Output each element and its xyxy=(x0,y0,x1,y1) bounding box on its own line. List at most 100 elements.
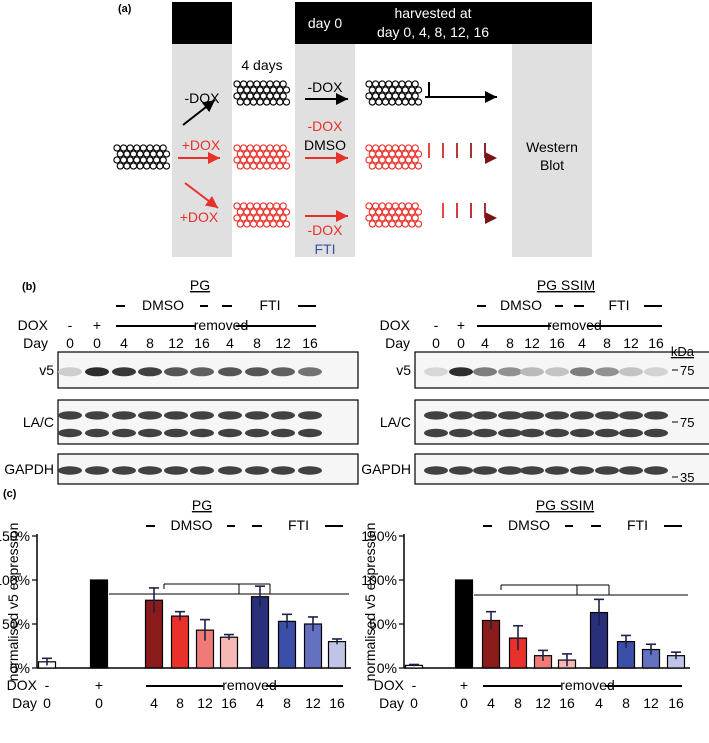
cell xyxy=(385,92,393,100)
band xyxy=(245,367,269,377)
cell xyxy=(276,150,284,158)
band xyxy=(271,466,295,475)
band xyxy=(245,428,269,438)
bar-9 xyxy=(327,640,347,669)
cell xyxy=(259,92,268,100)
y-axis-label: normalised v5 expression xyxy=(5,523,21,682)
column-western xyxy=(512,2,592,257)
marker-35-gapdh: 35 xyxy=(672,470,694,485)
band xyxy=(449,466,473,475)
cell xyxy=(246,214,254,222)
y-tick-label: 50% xyxy=(2,616,30,632)
band xyxy=(498,367,522,377)
cell xyxy=(368,150,376,158)
cell xyxy=(269,220,277,228)
cell xyxy=(126,144,134,152)
band xyxy=(520,411,544,420)
harvest-header-line1: harvested at xyxy=(394,5,471,21)
day-7: 8 xyxy=(283,695,291,711)
cell xyxy=(129,150,138,158)
band xyxy=(449,411,473,420)
cell xyxy=(395,220,403,228)
title: PG xyxy=(190,277,210,293)
band xyxy=(570,428,594,438)
cell xyxy=(365,144,373,152)
day-0: 0 xyxy=(66,335,74,351)
cell xyxy=(401,162,409,170)
row-label: v5 xyxy=(39,362,54,378)
cell xyxy=(249,86,258,94)
blot-gapdh: GAPDH xyxy=(361,453,709,485)
blot-frame xyxy=(57,399,359,445)
label-plus-dox-1: +DOX xyxy=(182,137,221,153)
cell xyxy=(368,208,376,216)
cell xyxy=(146,144,154,152)
band xyxy=(138,411,162,420)
cell xyxy=(279,214,287,222)
marker-75-v5: 75 xyxy=(672,363,694,378)
band xyxy=(58,428,82,438)
cell xyxy=(263,220,271,228)
cell xyxy=(266,202,274,210)
day-0: 0 xyxy=(432,335,440,351)
label-fti: FTI xyxy=(315,241,336,257)
cell xyxy=(272,214,281,222)
day-4: 12 xyxy=(535,695,551,711)
cell xyxy=(259,156,268,164)
column-1 xyxy=(172,2,232,257)
cell xyxy=(113,144,121,152)
cell xyxy=(129,162,138,170)
band xyxy=(271,428,295,438)
cell xyxy=(408,220,416,228)
band xyxy=(520,428,544,438)
cell xyxy=(398,144,406,152)
cell xyxy=(236,98,244,106)
band xyxy=(164,367,188,377)
band xyxy=(218,428,242,438)
cell xyxy=(395,162,403,170)
cell xyxy=(149,162,157,170)
band xyxy=(112,466,136,475)
cell xyxy=(263,150,271,158)
band xyxy=(164,428,188,438)
cell xyxy=(371,214,380,222)
bar-6 xyxy=(250,596,270,669)
cell xyxy=(162,162,171,170)
band xyxy=(58,466,82,475)
day-2: 4 xyxy=(487,695,495,711)
band xyxy=(473,411,497,420)
cell xyxy=(276,98,284,106)
cell xyxy=(398,92,406,100)
band xyxy=(424,411,448,420)
column-western-header xyxy=(512,2,592,44)
cell xyxy=(381,162,390,170)
cell xyxy=(276,86,284,94)
day-1: 0 xyxy=(457,335,465,351)
cell xyxy=(116,150,124,158)
band xyxy=(520,367,544,377)
y-tick-label: 100% xyxy=(0,572,30,588)
cell xyxy=(401,208,409,216)
cell xyxy=(236,150,244,158)
band xyxy=(619,411,643,420)
arrow-plus-dox-2 xyxy=(184,182,219,209)
cell xyxy=(246,92,254,100)
cell-cluster-harvest-minus xyxy=(365,80,423,106)
cell xyxy=(272,202,281,210)
day-8: 12 xyxy=(305,695,321,711)
band xyxy=(298,466,322,475)
band xyxy=(570,466,594,475)
band xyxy=(644,428,668,438)
cell xyxy=(266,92,274,100)
day-label: Day xyxy=(385,335,410,351)
cell xyxy=(272,144,281,152)
band xyxy=(85,367,109,377)
day-9: 16 xyxy=(329,695,345,711)
cell xyxy=(391,202,400,210)
cell xyxy=(414,86,423,94)
day-3: 8 xyxy=(514,695,522,711)
